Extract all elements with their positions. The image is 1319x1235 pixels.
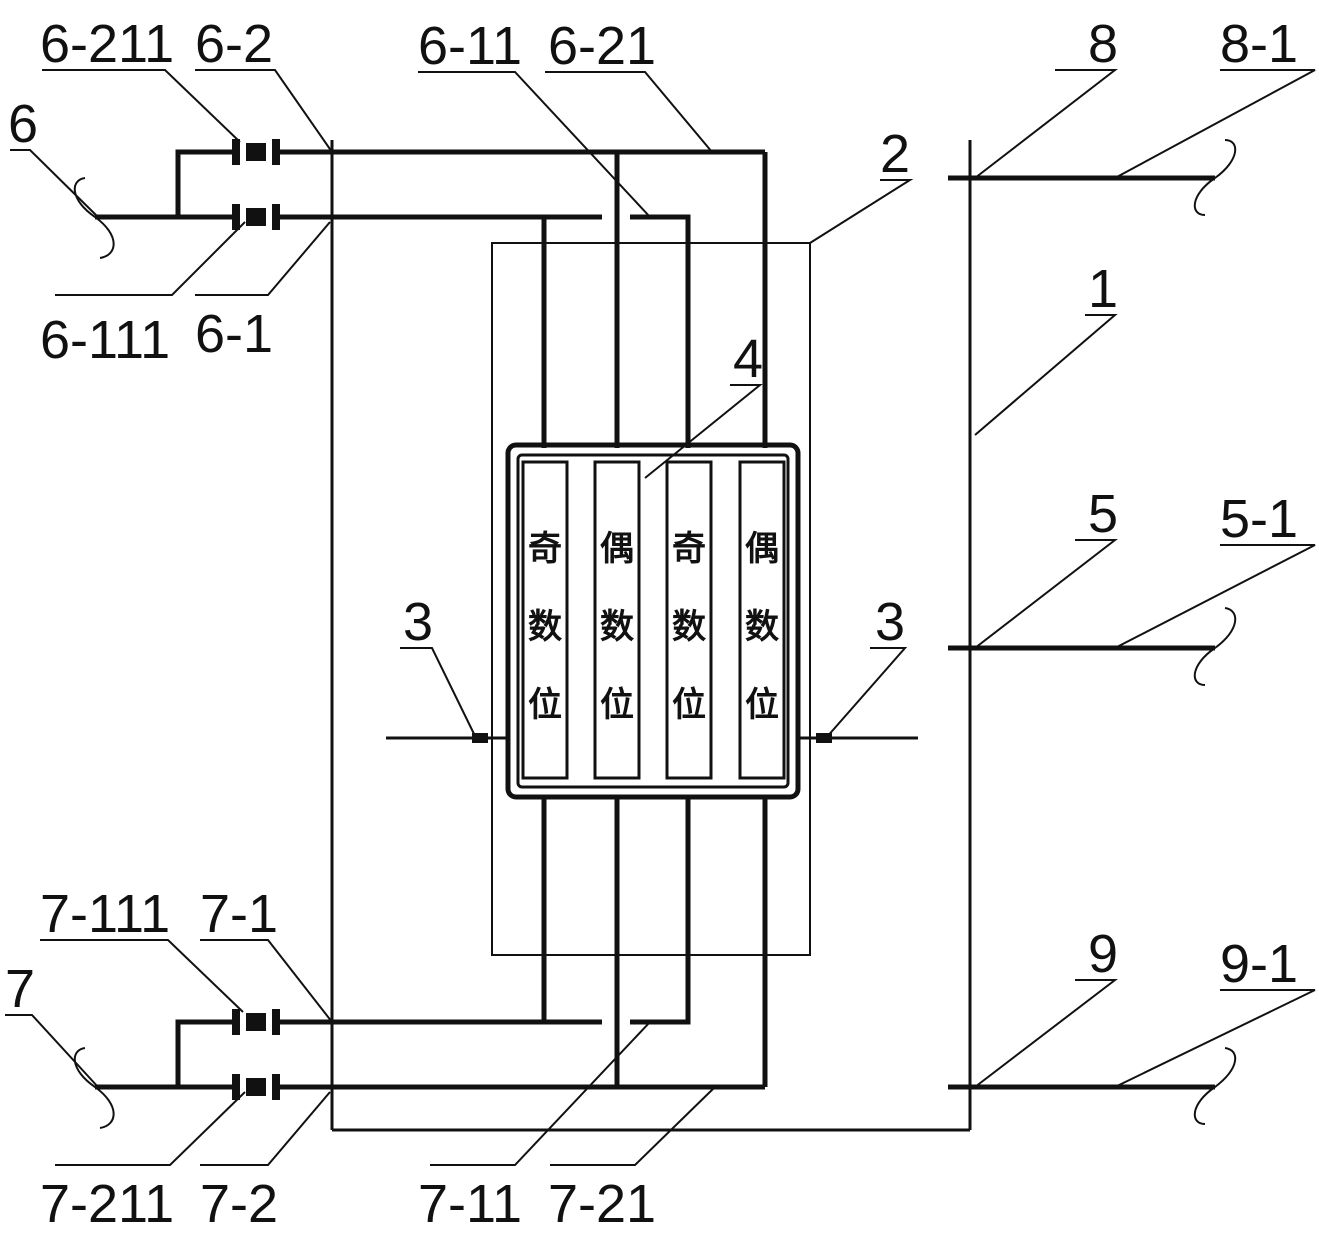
housing-inner [516, 453, 790, 789]
leader-8 [974, 69, 1118, 179]
label-5: 5 [1088, 484, 1118, 544]
cell-1-char-1: 奇 [528, 529, 562, 569]
label-7: 7 [5, 959, 35, 1019]
label-1: 1 [1088, 259, 1118, 319]
branch-9-break [1193, 1047, 1237, 1125]
label-7-1: 7-1 [200, 884, 278, 944]
label-9-1: 9-1 [1220, 934, 1298, 994]
label-3-right: 3 [875, 592, 905, 652]
label-5-1: 5-1 [1220, 489, 1298, 549]
leader-8-1 [1114, 69, 1316, 179]
pipe-6-11 [630, 214, 691, 448]
cell-1: 奇 数 位 [521, 460, 569, 780]
leader-9 [974, 979, 1118, 1088]
leader-7-111 [40, 939, 244, 1013]
label-6-1: 6-1 [195, 304, 273, 364]
valve-6-111 [232, 204, 280, 230]
branch-5-break [1193, 607, 1237, 686]
cell-3-char-3: 位 [672, 685, 706, 725]
leader-3-left [400, 647, 477, 739]
label-6-21: 6-21 [548, 16, 656, 76]
leader-1 [974, 314, 1118, 436]
label-7-11: 7-11 [418, 1174, 522, 1234]
label-7-21: 7-21 [548, 1174, 656, 1234]
leader-6-211 [42, 69, 241, 143]
label-8: 8 [1088, 14, 1118, 74]
leader-3-right [825, 647, 908, 739]
leader-7-21 [550, 1086, 716, 1166]
valve-7-211 [232, 1074, 280, 1100]
cell-2-char-3: 位 [600, 685, 634, 725]
label-6-211: 6-211 [40, 14, 174, 74]
cell-4-char-2: 数 [745, 607, 779, 647]
leader-6 [10, 149, 99, 218]
leader-5-1 [1114, 544, 1316, 649]
side-connector-right-fitting [816, 733, 832, 743]
inlet-6-break [73, 177, 115, 259]
label-6: 6 [8, 94, 38, 154]
label-2: 2 [880, 124, 910, 184]
leader-6-111 [55, 221, 246, 296]
leader-7-11 [430, 1021, 651, 1166]
branch-8-break [1193, 139, 1237, 216]
label-7-111: 7-111 [40, 884, 170, 944]
leader-4 [644, 384, 763, 479]
leader-6-1 [195, 221, 331, 296]
label-7-211: 7-211 [40, 1174, 174, 1234]
leader-9-1 [1114, 989, 1316, 1088]
pipe-6-upper-branch [175, 149, 232, 217]
label-7-2: 7-2 [200, 1174, 278, 1234]
leader-2 [809, 179, 914, 244]
cell-2-char-2: 数 [600, 607, 634, 647]
leader-5 [974, 539, 1118, 649]
label-6-2: 6-2 [195, 14, 273, 74]
valve-7-111 [232, 1009, 280, 1035]
leader-6-11 [418, 71, 651, 218]
cell-1-char-2: 数 [528, 607, 562, 647]
side-connector-left-fitting [472, 733, 488, 743]
cell-1-char-3: 位 [528, 685, 562, 725]
label-6-111: 6-111 [40, 310, 170, 370]
cell-3-char-1: 奇 [672, 529, 706, 569]
cell-4: 偶 数 位 [738, 460, 786, 780]
label-9: 9 [1088, 924, 1118, 984]
pipe-7-11 [630, 795, 691, 1025]
leader-7-1 [200, 939, 333, 1023]
cell-2: 偶 数 位 [593, 460, 641, 780]
frame-2 [491, 242, 811, 956]
label-4: 4 [733, 329, 763, 389]
label-3-left: 3 [403, 592, 433, 652]
cell-3-char-2: 数 [672, 607, 706, 647]
cell-2-char-1: 偶 [600, 529, 634, 569]
valve-6-211 [232, 139, 280, 165]
leader-7-2 [200, 1091, 331, 1166]
pipe-7-upper-branch [175, 1019, 232, 1087]
housing-outer [505, 442, 801, 800]
cell-4-char-3: 位 [745, 685, 779, 725]
cell-4-char-1: 偶 [745, 529, 779, 569]
leader-6-21 [545, 71, 713, 153]
label-6-11: 6-11 [418, 16, 522, 76]
cell-3: 奇 数 位 [665, 460, 713, 780]
label-8-1: 8-1 [1220, 14, 1298, 74]
leader-6-2 [195, 69, 333, 153]
leader-7 [5, 1014, 99, 1088]
leader-7-211 [55, 1091, 246, 1166]
